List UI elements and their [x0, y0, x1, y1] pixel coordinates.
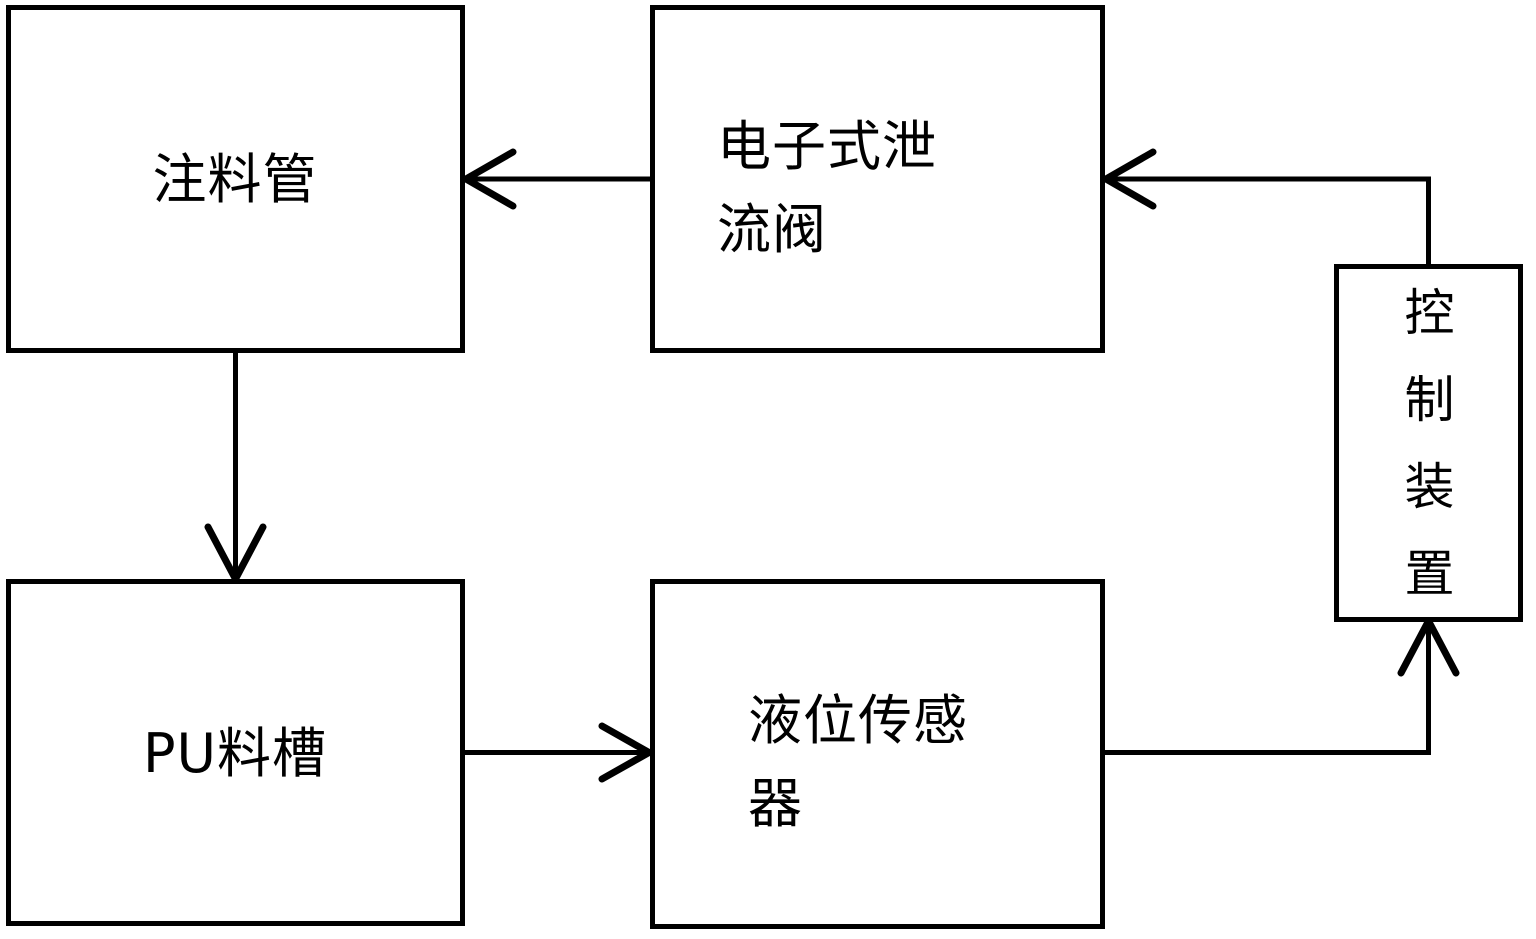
connector-tank-to-sensor [465, 722, 657, 783]
node-control-device-box[interactable] [1334, 264, 1523, 622]
connector-control-to-valve-line [1108, 176, 1431, 264]
node-injection-pipe-label: 注料管 [153, 148, 318, 211]
node-electronic-relief-valve-label-line1: 电子式泄 [717, 115, 937, 178]
node-control-device-label-char3: 装 [1405, 458, 1456, 516]
node-liquid-level-sensor[interactable]: 液位传感 器 [650, 579, 1105, 929]
node-control-device-label-char2: 制 [1405, 371, 1456, 429]
node-control-device[interactable]: 控 制 装 置 [1334, 264, 1523, 622]
node-liquid-level-sensor-label-line1: 液位传感 [748, 689, 968, 752]
connector-control-to-valve [1098, 148, 1431, 264]
node-pu-material-tank-label: PU料槽 [143, 722, 327, 785]
node-electronic-relief-valve-box[interactable] [650, 5, 1105, 353]
node-injection-pipe-box[interactable] [6, 5, 465, 353]
node-control-device-label-char4: 置 [1405, 545, 1456, 603]
connector-sensor-to-control-line [1105, 625, 1431, 755]
connector-tank-to-sensor-arrowhead [598, 722, 657, 783]
node-injection-pipe[interactable]: 注料管 [6, 5, 465, 353]
node-control-device-label-char1: 控 [1405, 284, 1456, 342]
connector-pipe-to-tank [204, 353, 267, 587]
connector-sensor-to-control [1105, 613, 1460, 755]
connector-valve-to-pipe-arrowhead [458, 148, 517, 210]
connector-control-to-valve-arrowhead [1098, 148, 1157, 210]
node-liquid-level-sensor-box[interactable] [650, 579, 1105, 929]
node-electronic-relief-valve-label-line2: 流阀 [717, 198, 827, 261]
node-pu-material-tank-box[interactable] [6, 579, 465, 926]
node-pu-material-tank[interactable]: PU料槽 [6, 579, 465, 926]
node-liquid-level-sensor-label-line2: 器 [748, 772, 803, 835]
node-electronic-relief-valve[interactable]: 电子式泄 流阀 [650, 5, 1105, 353]
connector-valve-to-pipe [458, 148, 650, 210]
